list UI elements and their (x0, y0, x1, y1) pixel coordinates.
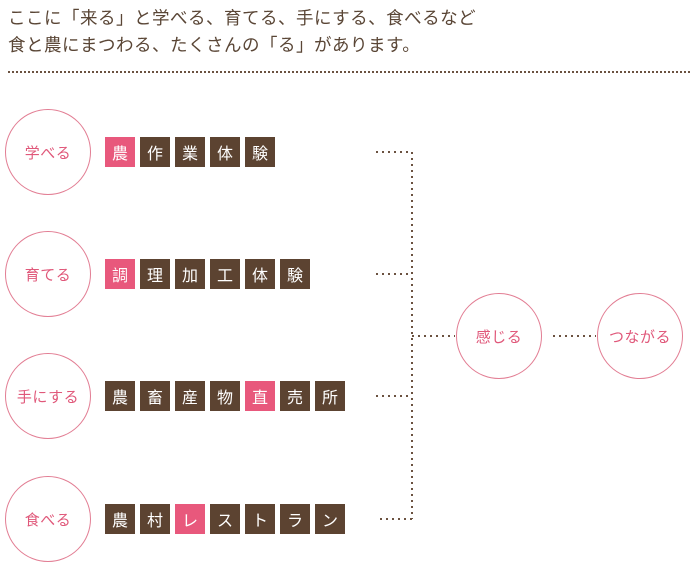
char-tile: 産 (175, 381, 205, 411)
circle-label: 感じる (475, 327, 523, 346)
char-tile: ト (245, 504, 275, 534)
circle-label: 手にする (16, 387, 80, 406)
chars-direct-sales: 農 畜 産 物 直 売 所 (105, 381, 345, 411)
chars-village-restaurant: 農 村 レ ス ト ラ ン (105, 504, 345, 534)
char-tile: 加 (175, 259, 205, 289)
char-tile: ン (315, 504, 345, 534)
circle-taberu: 食べる (5, 476, 91, 562)
circle-kanjiru: 感じる (456, 293, 542, 379)
char-tile: ラ (280, 504, 310, 534)
char-tile: 験 (245, 137, 275, 167)
char-tile: 理 (140, 259, 170, 289)
circle-label: つながる (608, 327, 671, 346)
char-tile: 調 (105, 259, 135, 289)
char-tile: 体 (245, 259, 275, 289)
circle-label: 育てる (24, 265, 72, 284)
char-tile: 農 (105, 504, 135, 534)
circle-label: 食べる (24, 510, 72, 529)
char-tile: 業 (175, 137, 205, 167)
chars-cooking-experience: 調 理 加 工 体 験 (105, 259, 310, 289)
char-tile: 売 (280, 381, 310, 411)
char-tile: 農 (105, 381, 135, 411)
intro-line-2: 食と農にまつわる、たくさんの「る」があります。 (8, 36, 421, 56)
circle-tenisuru: 手にする (5, 353, 91, 439)
intro-text: ここに「来る」と学べる、育てる、手にする、食べるなど 食と農にまつわる、たくさん… (8, 6, 690, 60)
circle-tsunagaru: つながる (597, 293, 683, 379)
char-tile: 物 (210, 381, 240, 411)
char-tile: 験 (280, 259, 310, 289)
char-tile: 畜 (140, 381, 170, 411)
char-tile: 工 (210, 259, 240, 289)
char-tile: 所 (315, 381, 345, 411)
chars-farm-experience: 農 作 業 体 験 (105, 137, 275, 167)
char-tile: 作 (140, 137, 170, 167)
char-tile: ス (210, 504, 240, 534)
intro-line-1: ここに「来る」と学べる、育てる、手にする、食べるなど (8, 9, 477, 29)
char-tile: 農 (105, 137, 135, 167)
char-tile: 体 (210, 137, 240, 167)
header-divider (8, 71, 690, 73)
char-tile: レ (175, 504, 205, 534)
char-tile: 村 (140, 504, 170, 534)
char-tile: 直 (245, 381, 275, 411)
circle-label: 学べる (24, 143, 72, 162)
circle-sodateru: 育てる (5, 231, 91, 317)
circle-manaberu: 学べる (5, 109, 91, 195)
